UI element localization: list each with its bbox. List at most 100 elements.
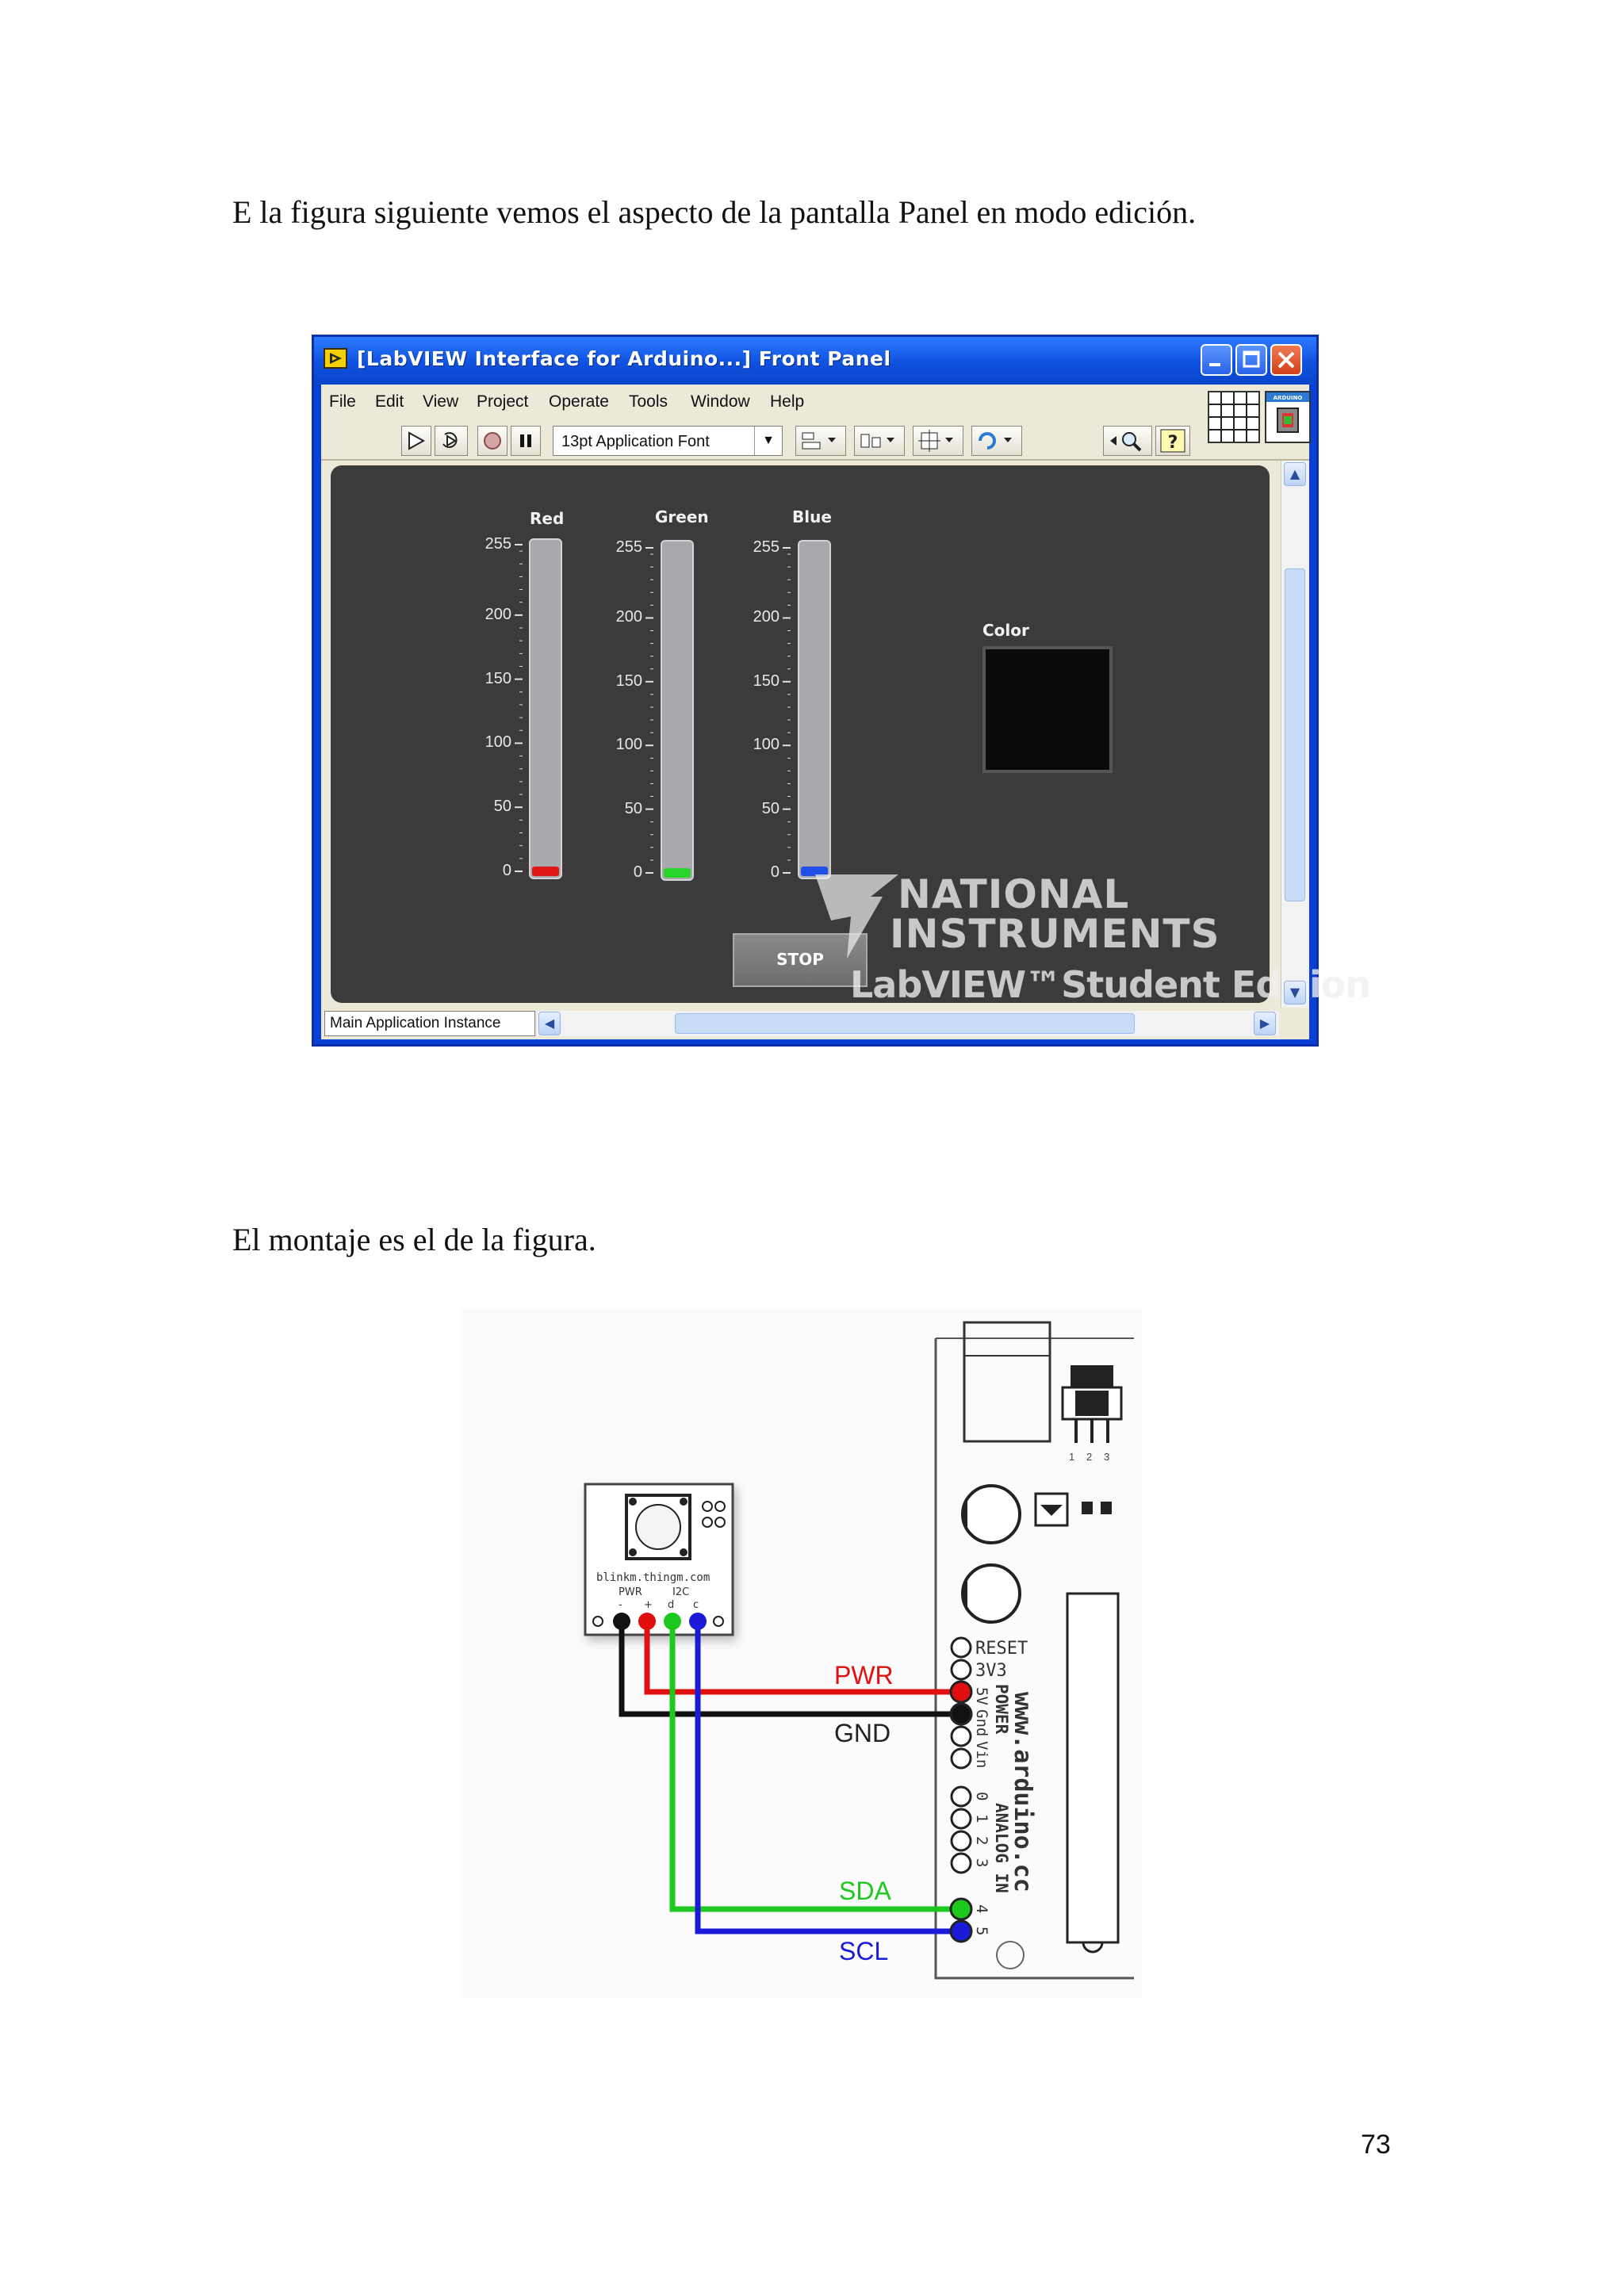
scale-tick-label: 150 — [485, 669, 511, 687]
search-icon[interactable] — [1103, 426, 1152, 456]
distribute-objects-icon[interactable] — [854, 426, 905, 456]
menu-project[interactable]: Project — [477, 392, 529, 411]
wire-label-gnd: GND — [834, 1719, 891, 1747]
menu-file[interactable]: File — [329, 392, 356, 411]
scroll-up-icon[interactable]: ▲ — [1284, 462, 1306, 486]
menu-tools[interactable]: Tools — [629, 392, 668, 411]
scale-tick-label: 255 — [615, 538, 642, 556]
scale-tick-label: 100 — [753, 736, 779, 754]
vertical-scrollbar[interactable]: ▲ ▼ — [1281, 461, 1309, 1008]
scale-tick-label: 150 — [753, 672, 779, 690]
scale-tick-label: 200 — [753, 608, 779, 626]
scale-tick-label: 255 — [485, 535, 511, 553]
scale-tick-label: 50 — [624, 799, 642, 817]
module-pin-d: d — [668, 1599, 674, 1611]
application-instance[interactable]: Main Application Instance — [324, 1011, 535, 1036]
pause-icon[interactable] — [511, 426, 541, 456]
font-selector-value: 13pt Application Font — [561, 433, 710, 450]
module-i2c-label: I2C — [672, 1586, 689, 1598]
reorder-icon[interactable] — [971, 426, 1022, 456]
pin-label-a4: 4 — [973, 1904, 990, 1913]
paragraph-intro: E la figura siguiente vemos el aspecto d… — [232, 194, 1197, 230]
scroll-left-icon[interactable]: ◀ — [538, 1012, 561, 1035]
minimize-button[interactable] — [1201, 344, 1232, 376]
scroll-right-icon[interactable]: ▶ — [1254, 1012, 1276, 1035]
slider-track-green[interactable] — [661, 540, 694, 881]
menu-bar: File Edit View Project Operate Tools Win… — [321, 385, 1309, 419]
title-bar[interactable]: [LabVIEW Interface for Arduino...] Front… — [314, 337, 1316, 385]
slider-label-red: Red — [530, 509, 565, 528]
scale-tick-label: 200 — [615, 608, 642, 626]
module-pwr-label: PWR — [619, 1586, 642, 1598]
font-selector[interactable]: 13pt Application Font ▼ — [553, 426, 783, 456]
menu-help[interactable]: Help — [770, 392, 805, 411]
regulator-pin-1: 1 — [1069, 1451, 1074, 1463]
window-title: [LabVIEW Interface for Arduino...] Front… — [357, 347, 891, 370]
scale-tick-label: 50 — [761, 799, 779, 817]
stop-button[interactable]: STOP — [733, 933, 868, 987]
arduino-vi-icon[interactable]: ARDUINO — [1265, 391, 1311, 443]
pin-label-a5: 5 — [973, 1927, 990, 1935]
slider-track-red[interactable] — [529, 538, 562, 879]
status-bar: Main Application Instance ◀ ▶ — [321, 1008, 1309, 1039]
run-arrow-icon[interactable] — [401, 426, 431, 456]
abort-icon[interactable] — [477, 426, 508, 456]
color-indicator — [982, 646, 1113, 773]
pin-label-5v: 5V — [973, 1687, 990, 1705]
pin-label-a1: 1 — [973, 1814, 990, 1823]
menu-window[interactable]: Window — [691, 392, 750, 411]
scale-tick-label: 255 — [753, 538, 779, 556]
horizontal-scrollbar[interactable]: ◀ ▶ — [537, 1011, 1279, 1036]
page-number: 73 — [1361, 2130, 1391, 2160]
paragraph-montaje: El montaje es el de la figura. — [232, 1222, 596, 1257]
slider-label-blue: Blue — [792, 507, 832, 526]
watermark-national: NATIONAL — [898, 871, 1130, 917]
pin-label-vin: Vin — [973, 1741, 990, 1768]
align-objects-icon[interactable] — [795, 426, 846, 456]
wire-label-pwr: PWR — [834, 1661, 894, 1689]
svg-text:?: ? — [1168, 433, 1178, 453]
board-url: www.arduino.cc — [1009, 1692, 1036, 1892]
close-button[interactable] — [1270, 344, 1302, 376]
scale-tick-label: 150 — [615, 672, 642, 690]
labview-run-icon — [324, 348, 347, 369]
pin-label-3v3: 3V3 — [975, 1661, 1007, 1681]
slider-track-blue[interactable] — [798, 540, 831, 879]
watermark-instruments: INSTRUMENTS — [890, 911, 1220, 957]
regulator-pin-2: 2 — [1086, 1451, 1092, 1463]
menu-operate[interactable]: Operate — [549, 392, 609, 411]
menu-view[interactable]: View — [423, 392, 459, 411]
pin-label-a3: 3 — [973, 1858, 990, 1867]
module-url: blinkm.thingm.com — [596, 1571, 710, 1584]
run-continuously-icon[interactable] — [435, 426, 468, 456]
ni-eagle-logo-icon — [815, 874, 898, 959]
help-icon[interactable]: ? — [1155, 426, 1190, 456]
slider-fill-blue — [801, 867, 828, 876]
connector-pane-icon[interactable] — [1208, 391, 1260, 443]
maximize-button[interactable] — [1235, 344, 1267, 376]
scroll-down-icon[interactable]: ▼ — [1284, 981, 1306, 1004]
module-pin-c: c — [693, 1599, 699, 1611]
labview-front-panel-window: [LabVIEW Interface for Arduino...] Front… — [312, 335, 1371, 1047]
scale-tick-label: 100 — [485, 733, 511, 752]
vertical-scroll-thumb[interactable] — [1285, 568, 1305, 901]
scale-tick-label: 50 — [493, 798, 511, 816]
color-indicator-label: Color — [982, 621, 1029, 640]
slider-label-green: Green — [655, 507, 709, 526]
pin-label-a2: 2 — [973, 1836, 990, 1845]
horizontal-scroll-thumb[interactable] — [675, 1013, 1135, 1034]
scale-tick-label: 200 — [485, 605, 511, 623]
pin-label-a0: 0 — [973, 1792, 990, 1800]
scale-tick-label: 100 — [615, 736, 642, 754]
analog-header-label: ANALOG IN — [992, 1803, 1011, 1893]
slider-fill-green — [664, 868, 691, 878]
module-pin-minus: - — [619, 1599, 622, 1611]
vi-icon-label: ARDUINO — [1274, 395, 1303, 401]
pin-label-gnd: Gnd — [973, 1709, 990, 1736]
resize-objects-icon[interactable] — [913, 426, 963, 456]
wire-label-scl: SCL — [839, 1937, 888, 1965]
regulator-pin-3: 3 — [1104, 1451, 1109, 1463]
menu-edit[interactable]: Edit — [375, 392, 404, 411]
chevron-down-icon: ▼ — [754, 427, 782, 455]
scale-tick-label: 0 — [770, 863, 779, 881]
